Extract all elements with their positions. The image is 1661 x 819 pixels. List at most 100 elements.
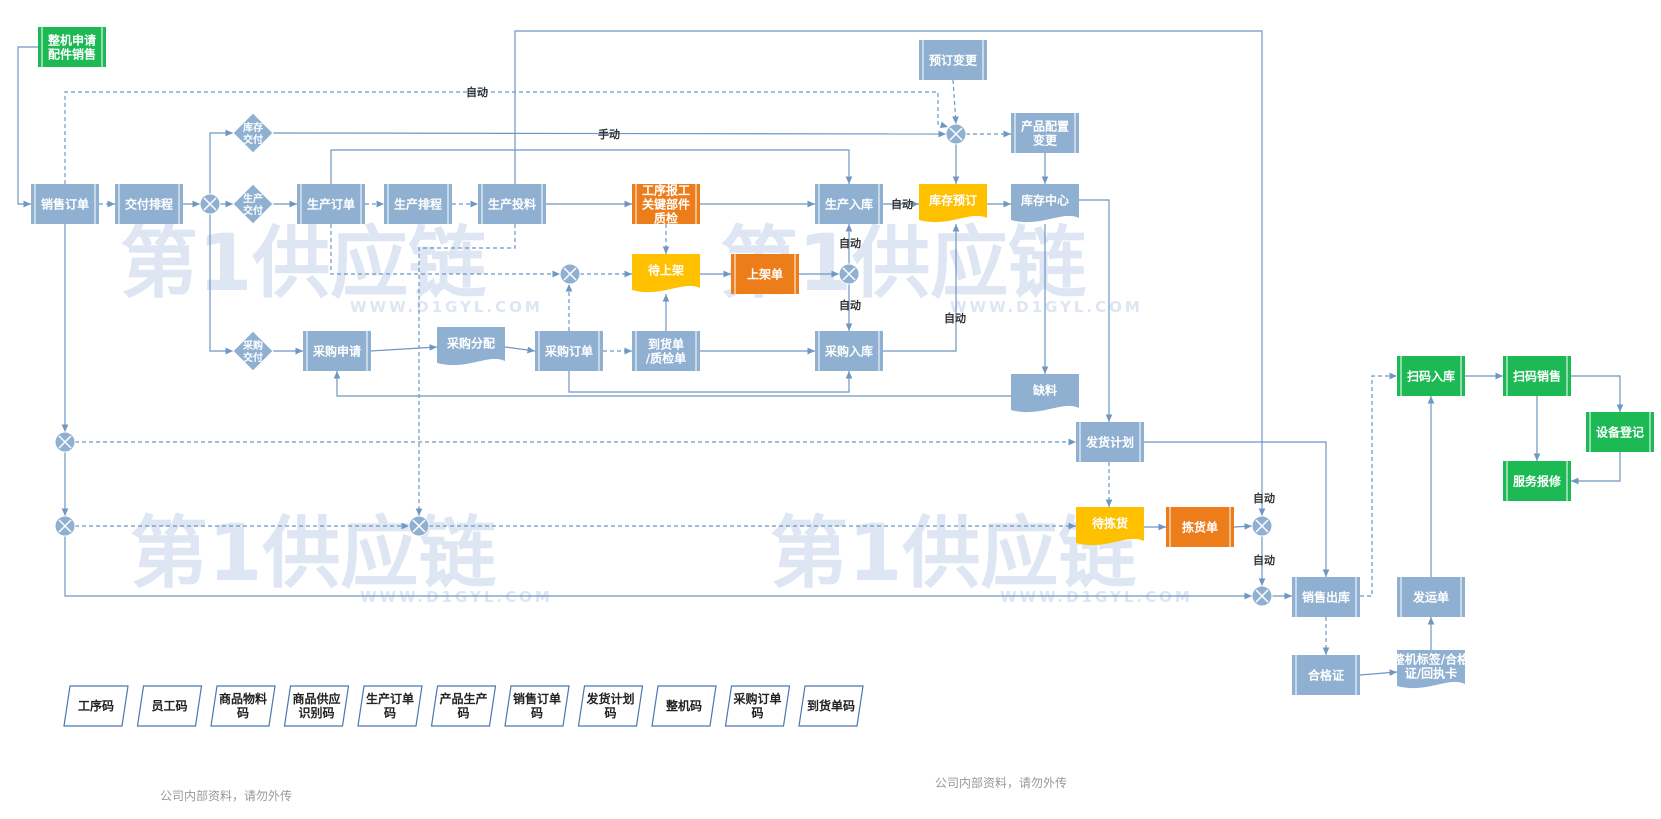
- document-shape: [437, 327, 505, 366]
- node-shangjia-dan[interactable]: 上架单: [731, 254, 799, 294]
- code-tag-label: 码: [457, 706, 469, 720]
- node-label: 采购入库: [824, 344, 873, 359]
- node-label: 关键部件: [642, 197, 690, 212]
- node-fahuo-jihua[interactable]: 发货计划: [1076, 422, 1144, 462]
- code-tag-label: 整机码: [665, 698, 702, 713]
- node-xiaoshou-dingdan[interactable]: 销售订单: [31, 184, 99, 224]
- node-fayun-dan[interactable]: 发运单: [1397, 577, 1465, 617]
- connector: [1360, 372, 1397, 597]
- decision-shape: [232, 112, 274, 154]
- edge-label-auto: 自动: [839, 236, 861, 250]
- node-kucun-yuding[interactable]: 库存预订: [919, 184, 987, 223]
- connector: [272, 130, 947, 138]
- process-shape: [815, 331, 883, 371]
- node-caigou-shenqing[interactable]: 采购申请: [303, 331, 371, 371]
- node-caigou-fenpei[interactable]: 采购分配: [437, 327, 505, 366]
- edge-label-auto: 自动: [944, 311, 966, 325]
- process-shape: [919, 40, 987, 80]
- node-label: 库存预订: [929, 193, 977, 208]
- process-shape: [1292, 577, 1360, 617]
- node-shengchan-paicheng[interactable]: 生产排程: [384, 184, 452, 224]
- connector: [1144, 441, 1330, 577]
- node-daohuo-dan[interactable]: 到货单/质检单: [632, 331, 700, 371]
- code-tag-label: 到货单码: [807, 698, 855, 713]
- node-fuwu-baoxiu[interactable]: 服务报修: [1503, 461, 1571, 501]
- node-queliao[interactable]: 缺料: [1011, 374, 1079, 413]
- process-shape: [632, 331, 700, 371]
- node-label: 质检: [654, 211, 678, 226]
- connector: [415, 224, 516, 516]
- node-label: 生产入库: [825, 197, 873, 212]
- code-tag[interactable]: 员工码: [136, 685, 203, 727]
- code-tag[interactable]: 到货单码: [798, 685, 864, 727]
- connector: [1571, 375, 1624, 412]
- merge-gate-icon: [838, 263, 860, 285]
- node-xiaoshou-chuku[interactable]: 销售出库: [1292, 577, 1360, 617]
- node-kucun-zhongxin[interactable]: 库存中心: [1011, 184, 1079, 223]
- code-tag-label: 生产订单: [366, 691, 414, 706]
- node-dai-jianhuo[interactable]: 待拣货: [1076, 507, 1144, 546]
- node-label: 交付: [243, 204, 263, 217]
- node-jianhuo-dan[interactable]: 拣货单: [1166, 507, 1234, 547]
- watermark-url: WWW.D1GYL.COM: [350, 298, 543, 316]
- node-hege-zheng[interactable]: 合格证: [1292, 655, 1360, 695]
- node-label: 库存中心: [1021, 193, 1069, 208]
- watermark-url: WWW.D1GYL.COM: [950, 298, 1143, 316]
- connector: [1233, 523, 1253, 530]
- connector: [568, 371, 853, 393]
- merge-gate-icon: [54, 431, 76, 453]
- node-label: 上架单: [747, 267, 783, 282]
- process-shape: [384, 184, 452, 224]
- code-tag[interactable]: 整机码: [651, 685, 717, 727]
- node-shengchan-touliao[interactable]: 生产投料: [478, 184, 546, 224]
- node-saoma-xiaoshou[interactable]: 扫码销售: [1503, 356, 1571, 396]
- node-shengchan-ruku[interactable]: 生产入库: [815, 184, 883, 224]
- node-label: 采购分配: [446, 336, 495, 351]
- code-tag-shape: [136, 685, 203, 727]
- footer-note-left: 公司内部资料，请勿外传: [160, 788, 292, 803]
- node-jiaofu-paicheng[interactable]: 交付排程: [115, 184, 183, 224]
- code-tag-label: 商品供应: [292, 691, 340, 706]
- node-caigou-dingdan[interactable]: 采购订单: [535, 331, 603, 371]
- code-tag-shape: [577, 685, 644, 727]
- connector: [64, 91, 949, 184]
- node-shengchan-dingdan[interactable]: 生产订单: [297, 184, 365, 224]
- process-shape: [1076, 422, 1144, 462]
- node-saoma-ruku[interactable]: 扫码入库: [1397, 356, 1465, 396]
- process-shape: [815, 184, 883, 224]
- node-label: 拣货单: [1182, 520, 1218, 535]
- process-shape: [535, 331, 603, 371]
- node-label: 扫码销售: [1513, 369, 1561, 384]
- watermark-url: WWW.D1GYL.COM: [1000, 588, 1193, 606]
- node-caigou-ruku[interactable]: 采购入库: [815, 331, 883, 371]
- footer-note-right: 公司内部资料，请勿外传: [935, 775, 1067, 790]
- connector: [504, 346, 536, 354]
- node-label: 工序报工: [642, 183, 690, 198]
- connector: [514, 30, 1266, 516]
- connector: [883, 224, 960, 352]
- node-dai-shangjia[interactable]: 待上架: [632, 254, 700, 293]
- node-label: 待拣货: [1092, 516, 1128, 531]
- process-shape: [31, 184, 99, 224]
- node-shebei-dengji[interactable]: 设备登记: [1586, 412, 1654, 452]
- process-shape: [38, 27, 106, 67]
- watermark-text: 第1供应链: [130, 509, 496, 599]
- code-tag[interactable]: 工序码: [63, 685, 129, 727]
- node-zhengji-biaoqian[interactable]: 整机标签/合格证/回执卡: [1392, 650, 1470, 689]
- node-yuding-biangeng[interactable]: 预订变更: [919, 40, 987, 80]
- node-label: 交付排程: [125, 197, 173, 212]
- process-shape: [115, 184, 183, 224]
